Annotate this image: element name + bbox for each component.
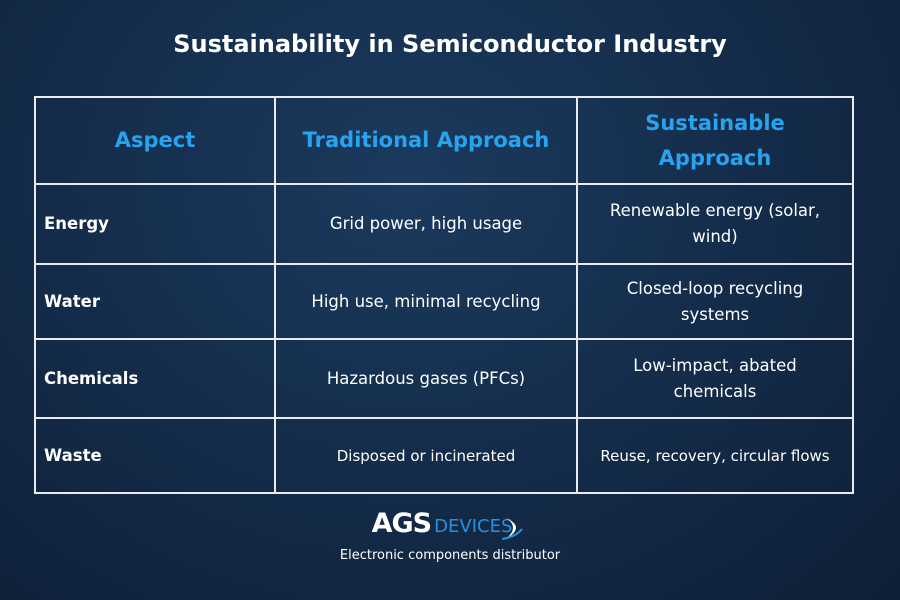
traditional-cell: Disposed or incinerated — [274, 417, 578, 494]
header-sustainable: Sustainable Approach — [576, 96, 854, 185]
page-title: Sustainability in Semiconductor Industry — [173, 30, 727, 58]
table-row: Energy Grid power, high usage Renewable … — [34, 183, 854, 265]
aspect-cell: Chemicals — [34, 338, 276, 419]
aspect-cell: Energy — [34, 183, 276, 265]
tagline: Electronic components distributor — [339, 548, 561, 563]
traditional-cell: Hazardous gases (PFCs) — [274, 338, 578, 419]
sustainable-cell: Low-impact, abated chemicals — [576, 338, 854, 419]
sustainable-cell: Reuse, recovery, circular flows — [576, 417, 854, 494]
sustainable-cell: Renewable energy (solar, wind) — [576, 183, 854, 265]
logo-main: AGS — [371, 508, 433, 539]
table-row: Water High use, minimal recycling Closed… — [34, 263, 854, 340]
table-header-row: Aspect Traditional Approach Sustainable … — [34, 96, 854, 185]
swoosh-icon — [502, 517, 524, 540]
logo-sub: DEVICES — [434, 516, 513, 537]
comparison-table: Aspect Traditional Approach Sustainable … — [34, 96, 854, 494]
table-row: Chemicals Hazardous gases (PFCs) Low-imp… — [34, 338, 854, 419]
sustainable-cell: Closed-loop recycling systems — [576, 263, 854, 340]
traditional-cell: Grid power, high usage — [274, 183, 578, 265]
header-traditional: Traditional Approach — [274, 96, 578, 185]
aspect-cell: Waste — [34, 417, 276, 494]
traditional-cell: High use, minimal recycling — [274, 263, 578, 340]
table-row: Waste Disposed or incinerated Reuse, rec… — [34, 417, 854, 494]
header-aspect: Aspect — [34, 96, 276, 185]
aspect-cell: Water — [34, 263, 276, 340]
